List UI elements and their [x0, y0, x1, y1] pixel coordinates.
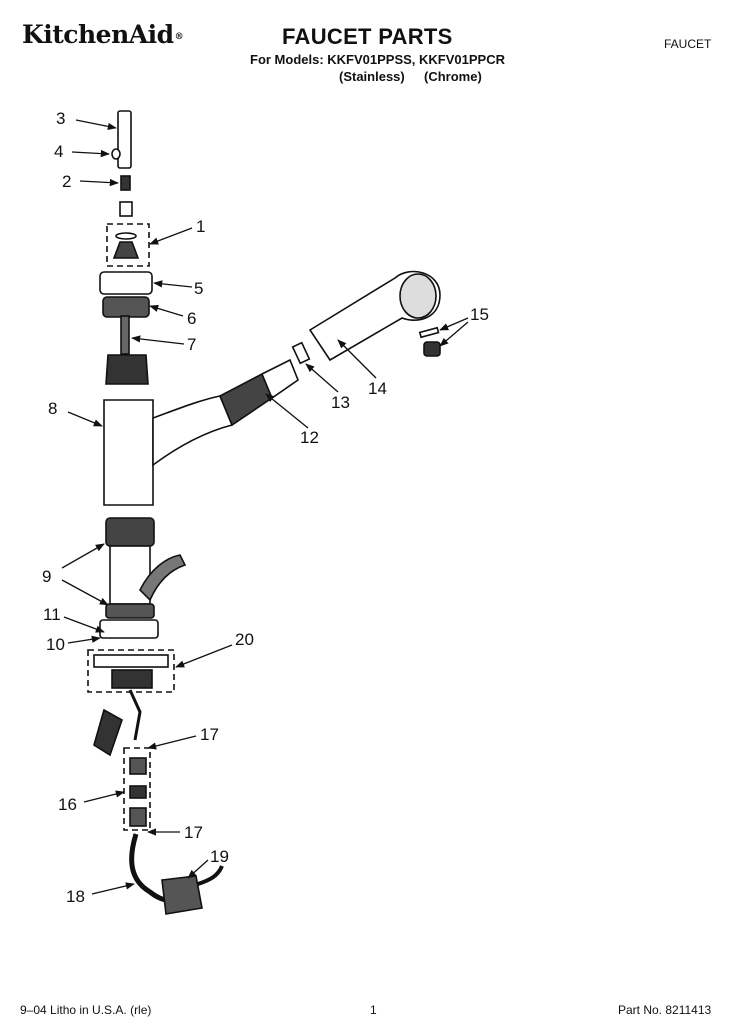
leader-14 [337, 339, 377, 379]
part-hose-weight [161, 875, 203, 915]
part-stem-adapter [119, 201, 133, 217]
models-line: For Models: KKFV01PPSS, KKFV01PPCR [250, 52, 505, 67]
callout-4: 4 [54, 142, 63, 161]
callout-17b: 17 [184, 823, 203, 842]
part-side-tube [139, 554, 187, 602]
part-gasket-ring [105, 603, 155, 619]
callout-11: 11 [43, 605, 61, 624]
part-lower-body [109, 545, 151, 605]
brand-logo: KitchenAid® [22, 20, 184, 49]
part-supply-hose [128, 689, 142, 741]
part-lower-body-top [105, 517, 155, 547]
part-cartridge-stem [120, 315, 130, 355]
callout-15: 15 [470, 305, 489, 324]
leader-12 [265, 393, 309, 429]
callout-1: 1 [196, 217, 205, 236]
part-hose-end [197, 865, 224, 886]
callout-2: 2 [62, 172, 71, 191]
callout-16: 16 [58, 795, 77, 814]
leader-20 [175, 644, 233, 668]
callout-10: 10 [46, 635, 65, 654]
part-check-valve-box [123, 747, 151, 831]
page-title: FAUCET PARTS [282, 24, 453, 49]
part-sleeve [102, 296, 150, 318]
callout-14: 14 [368, 379, 387, 398]
finish-stainless: (Stainless) [339, 69, 405, 84]
leader-4 [71, 149, 110, 158]
part-hose-coupling [260, 358, 299, 400]
leader-11 [63, 616, 105, 633]
part-spout-neck [152, 395, 234, 467]
part-deck-plate [93, 654, 169, 668]
part-check-valve [129, 785, 147, 799]
part-aerator [423, 341, 441, 357]
leader-17a [147, 735, 197, 750]
part-cartridge-body [105, 354, 149, 385]
callout-18: 18 [66, 887, 85, 906]
footer-part-number: Part No. 8211413 [618, 1003, 712, 1017]
callout-6: 6 [187, 309, 196, 328]
part-check-valve-top [129, 757, 147, 775]
callout-13: 13 [331, 393, 350, 412]
part-check-valve-bottom [129, 807, 147, 827]
part-faucet-body [103, 399, 154, 506]
part-o-ring [115, 232, 137, 240]
leader-8 [67, 411, 103, 427]
part-washer [291, 341, 311, 365]
callout-20: 20 [235, 630, 254, 649]
leader-3 [75, 119, 117, 130]
callout-17a: 17 [200, 725, 219, 744]
part-cap [111, 148, 121, 160]
leader-1 [149, 227, 193, 245]
part-base-plate [99, 619, 159, 639]
footer-page-number: 1 [370, 1003, 377, 1017]
category-label: FAUCET [664, 37, 712, 51]
leader-6 [149, 304, 184, 317]
part-cone [112, 241, 140, 259]
leader-2 [79, 178, 119, 187]
leader-5 [153, 280, 193, 288]
leader-16 [83, 790, 125, 803]
part-spray-face [399, 273, 437, 319]
registered-mark: ® [174, 31, 184, 42]
part-handle-lever [117, 110, 132, 169]
part-set-screw [120, 175, 131, 191]
leader-10 [67, 635, 101, 644]
callout-7: 7 [187, 335, 196, 354]
callout-5: 5 [194, 279, 203, 298]
leader-7 [131, 335, 185, 345]
part-bonnet-nut [99, 271, 153, 295]
leader-9b [61, 579, 109, 606]
brand-name: KitchenAid [22, 20, 174, 49]
callout-9: 9 [42, 567, 51, 586]
footer-litho: 9–04 Litho in U.S.A. (rle) [20, 1003, 152, 1017]
leader-15a [439, 317, 469, 331]
part-mounting-nut [111, 669, 153, 689]
leader-19 [187, 859, 209, 879]
part-cartridge-group-box [106, 223, 150, 267]
leader-15b [439, 321, 469, 347]
callout-3: 3 [56, 109, 65, 128]
part-aerator-gasket [418, 326, 440, 339]
leader-13 [305, 363, 339, 393]
leader-9a [61, 543, 105, 569]
leader-18 [91, 882, 135, 895]
callout-12: 12 [300, 428, 319, 447]
callout-8: 8 [48, 399, 57, 418]
callout-19: 19 [210, 847, 229, 866]
finish-chrome: (Chrome) [424, 69, 482, 84]
part-supply-connector [93, 708, 123, 757]
